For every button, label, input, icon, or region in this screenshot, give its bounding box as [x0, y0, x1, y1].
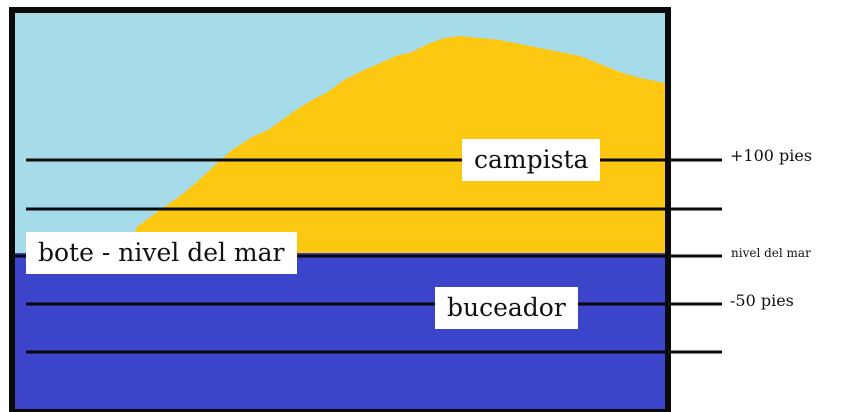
sea-area [12, 253, 668, 412]
level-label-plus-100: +100 pies [730, 146, 813, 165]
hillside-land [120, 36, 668, 256]
diagram-frame [9, 7, 671, 412]
level-label-sea-level: nivel del mar [731, 246, 811, 260]
diver-label: buceador [435, 287, 578, 329]
boat-label: bote - nivel del mar [26, 232, 297, 274]
level-label-minus-50: -50 pies [730, 291, 794, 310]
camper-label: campista [462, 139, 601, 181]
